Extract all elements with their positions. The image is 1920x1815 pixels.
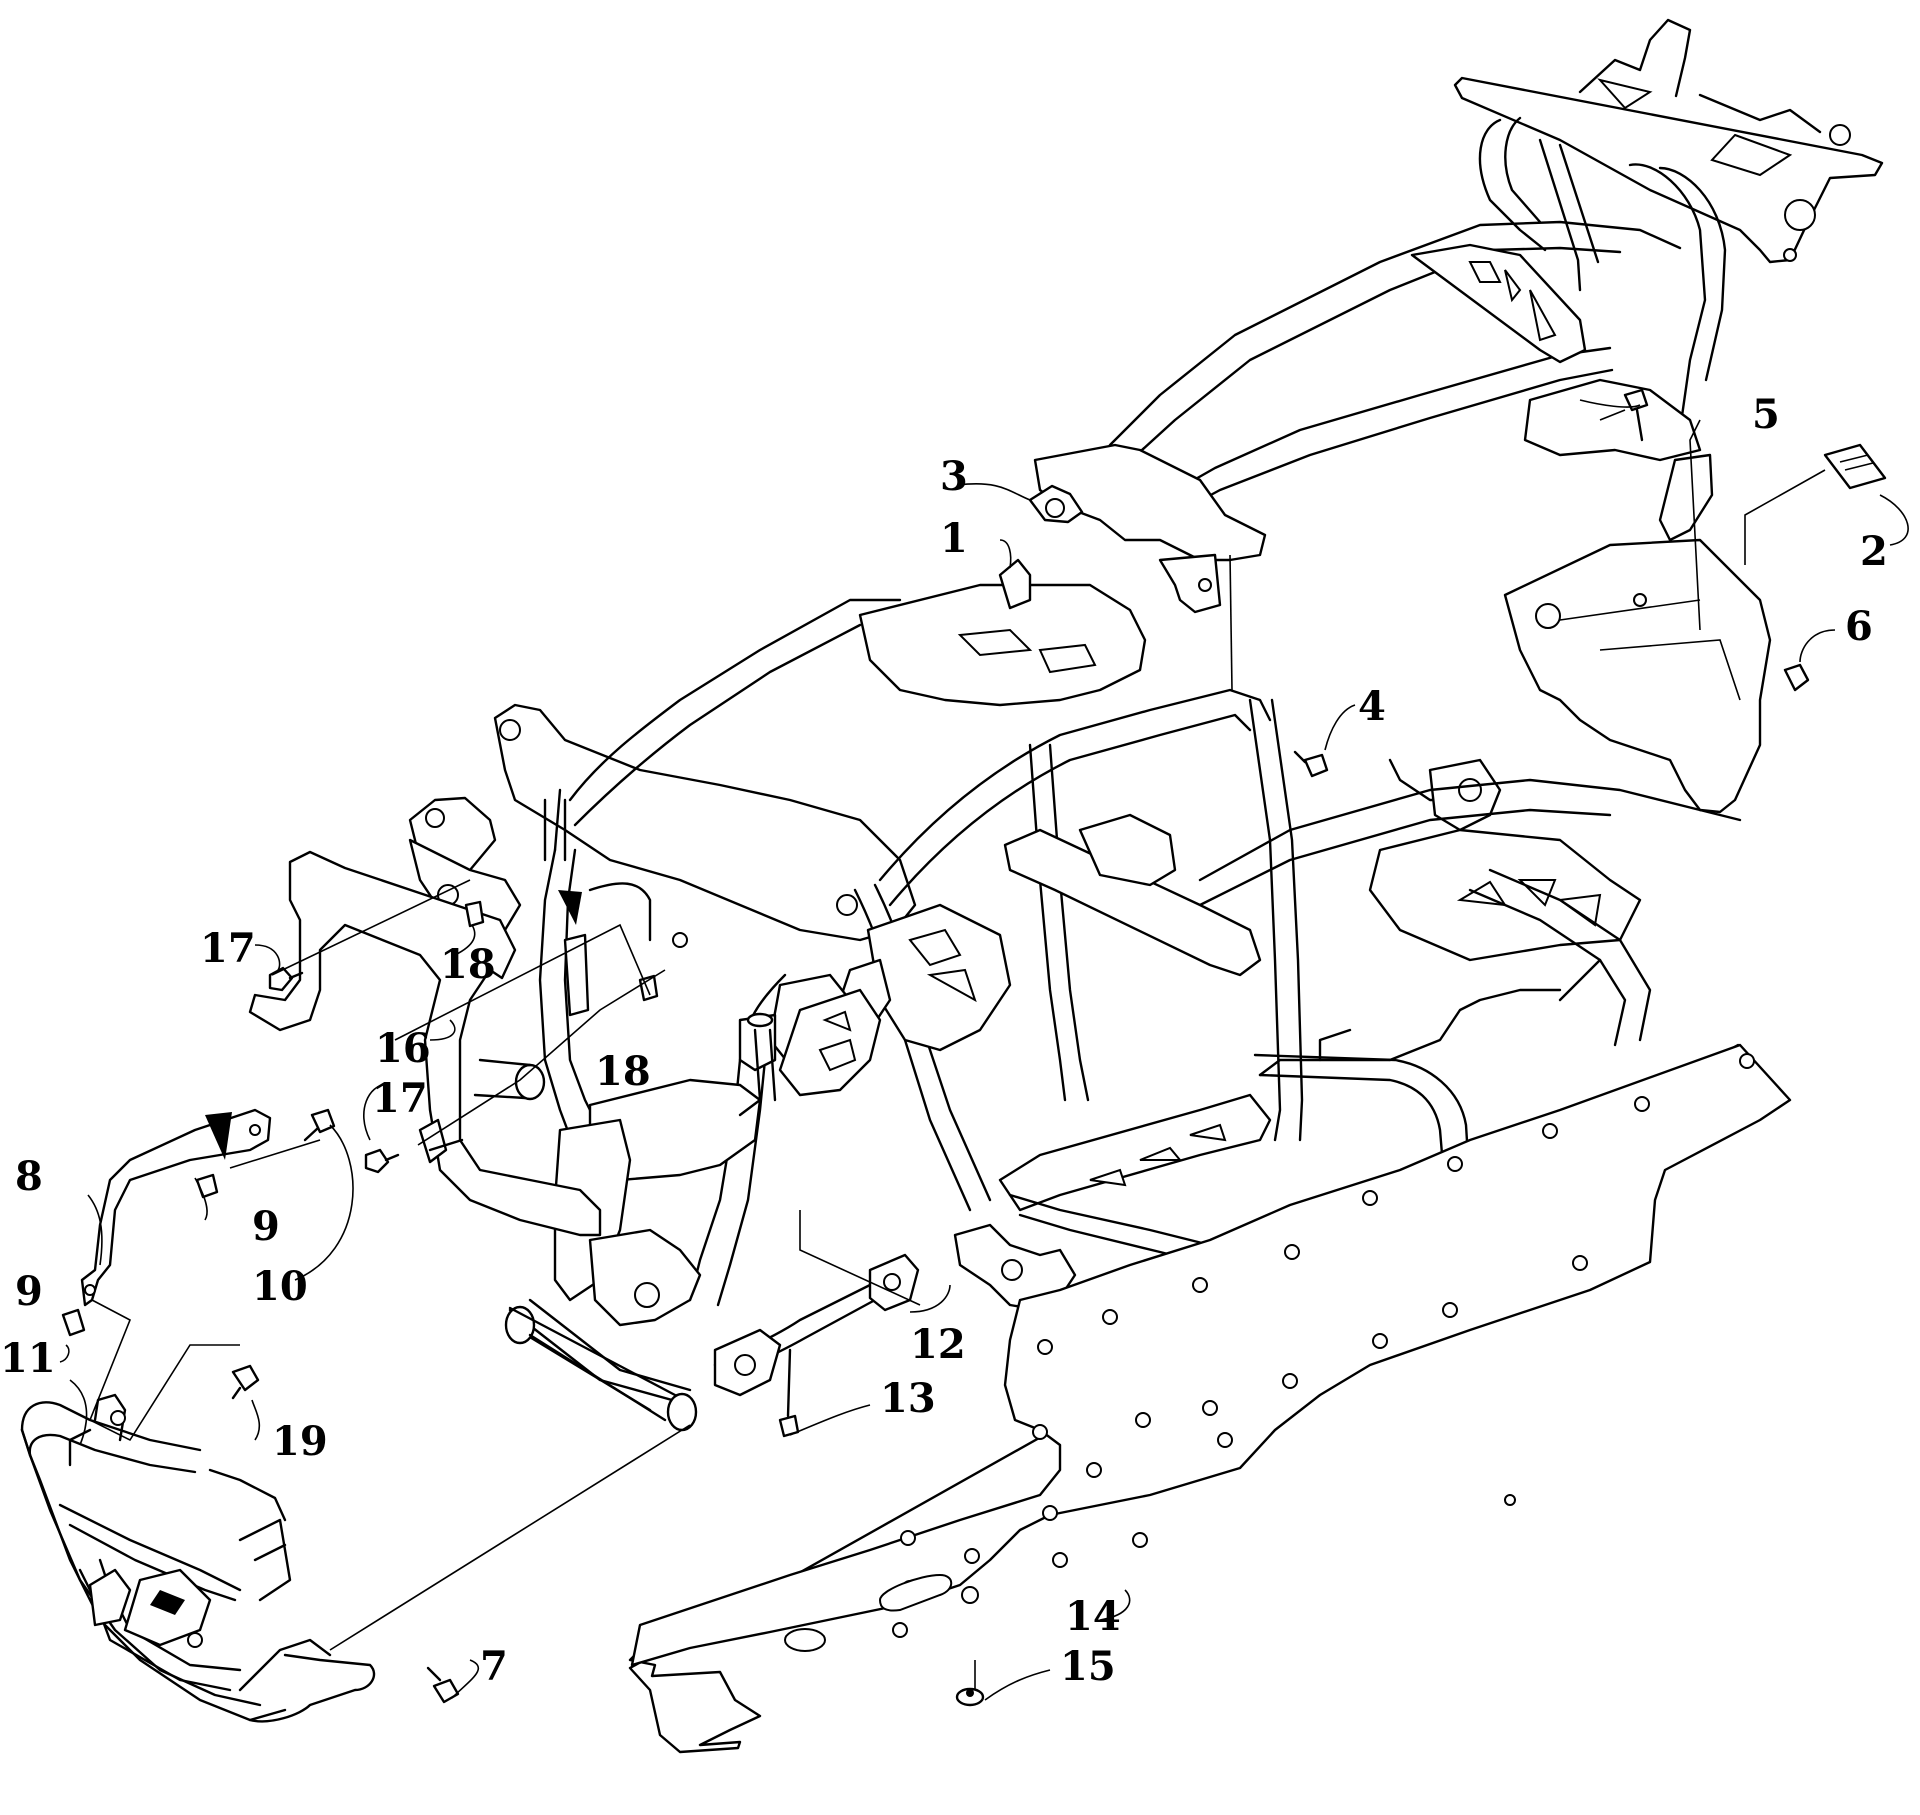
- hardware: [61, 388, 1887, 1707]
- callout-12: 12: [910, 1321, 966, 1368]
- skid-plate: [628, 1043, 1792, 1754]
- callout-labels: 1 2 3 4 5 6 7 8 9 9 10 11 12 13 14 15 16…: [0, 391, 1888, 1690]
- callout-16: 16: [375, 1025, 431, 1072]
- rear-lower-frame: [1198, 538, 1772, 1047]
- callout-17b: 17: [372, 1075, 428, 1122]
- callout-15: 15: [1060, 1643, 1116, 1690]
- callout-13: 13: [880, 1375, 936, 1422]
- callout-6: 6: [1845, 603, 1873, 650]
- callout-7: 7: [480, 1643, 508, 1690]
- front-brace: [248, 788, 602, 1237]
- callout-3: 3: [940, 453, 968, 500]
- callout-1: 1: [940, 515, 968, 562]
- callout-9b: 9: [15, 1268, 43, 1315]
- headlight-bracket: [80, 1108, 272, 1307]
- callout-8: 8: [15, 1153, 43, 1200]
- callout-9a: 9: [252, 1203, 280, 1250]
- front-bumper: [20, 1393, 376, 1723]
- warning-triangle-icon-lower: [205, 1112, 232, 1160]
- callout-18b: 18: [595, 1048, 651, 1095]
- callout-10: 10: [252, 1263, 308, 1310]
- callout-17a: 17: [200, 925, 256, 972]
- callout-4: 4: [1358, 683, 1386, 730]
- rear-subframe: [1028, 18, 1884, 614]
- warning-triangle-icon: [558, 890, 582, 925]
- callout-2: 2: [1860, 528, 1888, 575]
- callout-5: 5: [1752, 391, 1780, 438]
- callout-19: 19: [272, 1418, 328, 1465]
- callout-11: 11: [0, 1335, 56, 1382]
- callout-18a: 18: [440, 941, 496, 988]
- leader-lines: [59, 399, 1909, 1701]
- callout-14: 14: [1065, 1593, 1121, 1640]
